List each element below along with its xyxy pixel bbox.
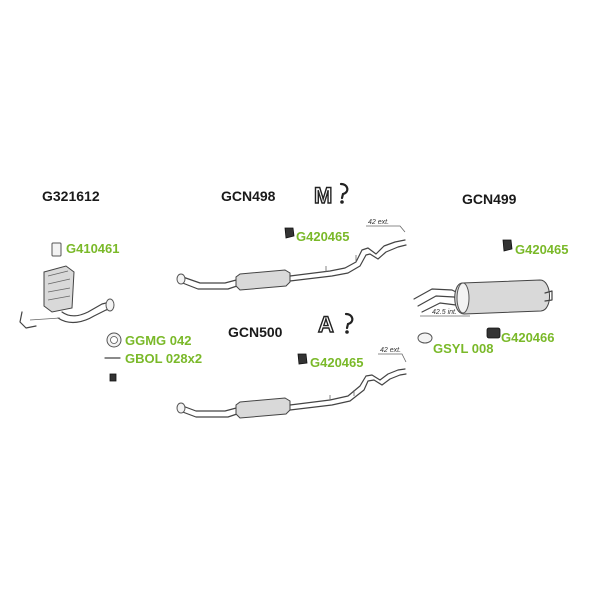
wrench-dot-b — [345, 330, 349, 334]
downpipe-flange — [105, 298, 115, 312]
converter-body — [43, 265, 75, 313]
seal-drawing — [417, 332, 433, 344]
downpipe-outline-lower — [57, 307, 113, 324]
mid-pipe-b-tail-lower — [289, 373, 407, 411]
mid-pipe-a-front — [179, 275, 241, 284]
dim-label-mid-a: 42 ext. — [368, 219, 390, 226]
mid-pipe-a-flange — [176, 273, 186, 285]
mid-b-silencer — [235, 397, 291, 419]
bracket-part-drawing — [51, 242, 62, 257]
hanger-rear-drawing — [502, 239, 513, 252]
ref-label-bolt: GBOL 028x2 — [125, 351, 203, 366]
badge-mid-b-letter: A — [318, 312, 334, 337]
wrench-hook-b — [344, 312, 354, 330]
wrench-hook — [339, 182, 349, 200]
dim-label-rear: 42.5 int. — [432, 309, 457, 316]
dim-label-mid-b: 42 ext. — [380, 347, 402, 354]
part-label-mid-b: GCN500 — [228, 324, 283, 340]
mid-pipe-b-front-lower — [179, 410, 241, 418]
hanger-mid-a-drawing — [284, 227, 295, 239]
stud-drawing — [109, 373, 117, 382]
wrench-dot — [340, 200, 344, 204]
ref-label-hanger-mid-a: G420465 — [296, 229, 350, 244]
part-label-mid-a: GCN498 — [221, 188, 276, 204]
part-label-rear: GCN499 — [462, 191, 517, 207]
mid-b-dim-leader — [378, 353, 407, 363]
downpipe-outline — [61, 301, 111, 317]
ref-label-gasket: GGMG 042 — [125, 333, 192, 348]
ref-label-hanger-mid-b: G420465 — [310, 355, 364, 370]
rear-silencer-body — [454, 279, 550, 315]
mid-pipe-b-front — [179, 404, 241, 412]
ref-label-hanger-rear: G420465 — [515, 242, 569, 257]
badge-mid-a-letter: M — [314, 183, 332, 208]
rear-silencer-drawing — [413, 279, 553, 317]
rear-tailpipe — [544, 290, 553, 302]
mid-pipe-a-front-lower — [179, 281, 241, 290]
mid-pipe-b-drawing — [176, 353, 407, 419]
catalytic-converter-drawing — [19, 242, 115, 329]
part-label-catalytic: G321612 — [42, 188, 100, 204]
lambda-wire — [19, 311, 37, 329]
ref-label-hanger-rear-lower: G420466 — [501, 330, 555, 345]
mid-pipe-b-hooks — [329, 390, 355, 400]
mid-a-silencer — [235, 269, 291, 291]
mid-pipe-a-tail-lower — [289, 244, 407, 282]
mid-pipe-b-tail — [289, 368, 406, 406]
badge-mid-b-icon: A — [317, 311, 354, 338]
mid-pipe-a-drawing — [176, 225, 407, 291]
converter-ribs — [47, 270, 71, 301]
mid-a-dim-leader — [366, 225, 406, 233]
ref-label-bracket-cat: G410461 — [66, 241, 120, 256]
gasket-hole — [110, 336, 118, 344]
rear-silencer-endcap — [456, 282, 470, 314]
badge-mid-a-icon: M — [313, 182, 349, 209]
leader-line — [29, 317, 61, 321]
mid-pipe-a-tail — [289, 239, 406, 277]
mid-pipe-b-flange — [176, 402, 186, 414]
mid-pipe-a-hooks — [325, 255, 357, 272]
hanger-mid-b-drawing — [297, 353, 308, 365]
hanger-rear-lower-drawing — [486, 327, 501, 339]
ref-label-seal: GSYL 008 — [433, 341, 494, 356]
